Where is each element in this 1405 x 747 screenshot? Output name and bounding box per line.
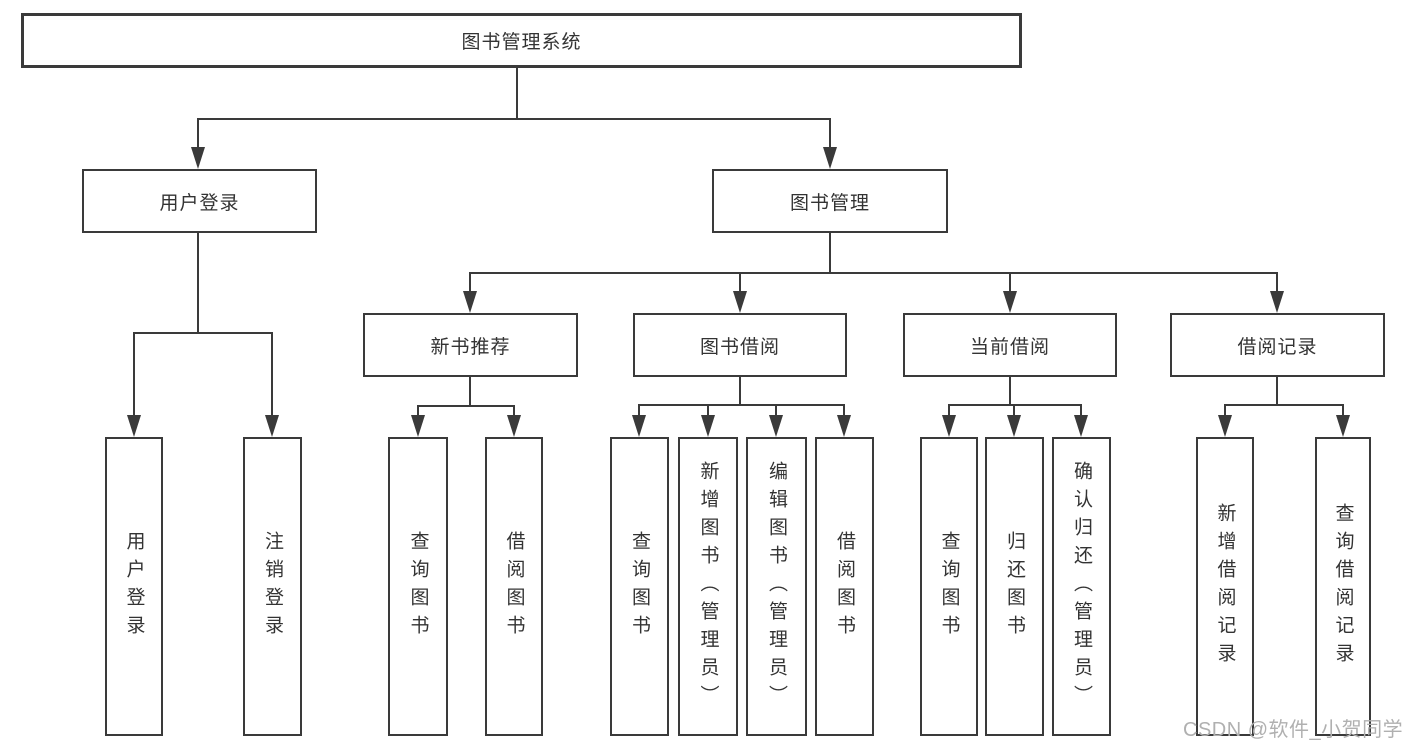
leaf-logout-label: 注销登录 bbox=[262, 530, 283, 643]
leaf-query-books-recommend: 查询图书 bbox=[388, 437, 448, 736]
leaf-add-books-admin-label: 新增图书（管理员） bbox=[697, 460, 719, 713]
leaf-logout: 注销登录 bbox=[243, 437, 302, 736]
connector-line bbox=[638, 404, 845, 406]
leaf-query-books-recommend-label: 查询图书 bbox=[407, 530, 429, 643]
connector-line bbox=[1276, 377, 1278, 406]
arrow-down-icon bbox=[463, 291, 477, 313]
leaf-borrow-books-recommend-label: 借阅图书 bbox=[503, 530, 525, 643]
connector-line bbox=[775, 404, 777, 417]
connector-line bbox=[513, 405, 515, 417]
connector-line bbox=[948, 404, 1082, 406]
arrow-down-icon bbox=[191, 147, 205, 169]
leaf-query-borrow-record: 查询借阅记录 bbox=[1315, 437, 1371, 736]
leaf-add-books-admin: 新增图书（管理员） bbox=[678, 437, 738, 736]
node-user-login: 用户登录 bbox=[82, 169, 317, 233]
arrow-down-icon bbox=[1074, 415, 1088, 437]
connector-line bbox=[417, 405, 419, 417]
connector-line bbox=[1080, 404, 1082, 417]
arrow-down-icon bbox=[942, 415, 956, 437]
leaf-borrow-books-recommend: 借阅图书 bbox=[485, 437, 543, 736]
arrow-down-icon bbox=[837, 415, 851, 437]
connector-line bbox=[638, 404, 640, 417]
leaf-confirm-return-admin: 确认归还（管理员） bbox=[1052, 437, 1111, 736]
leaf-add-borrow-record: 新增借阅记录 bbox=[1196, 437, 1254, 736]
arrow-down-icon bbox=[1336, 415, 1350, 437]
arrow-down-icon bbox=[701, 415, 715, 437]
node-new-book-recommendation-label: 新书推荐 bbox=[430, 336, 511, 358]
connector-line bbox=[829, 118, 831, 150]
leaf-query-books-borrowing-label: 查询图书 bbox=[629, 530, 650, 643]
leaf-return-books-label: 归还图书 bbox=[1004, 530, 1025, 643]
arrow-down-icon bbox=[1270, 291, 1284, 313]
connector-line bbox=[516, 68, 518, 119]
arrow-down-icon bbox=[1007, 415, 1021, 437]
connector-line bbox=[1342, 404, 1344, 417]
connector-line bbox=[948, 404, 950, 417]
connector-line bbox=[197, 118, 199, 150]
arrow-down-icon bbox=[769, 415, 783, 437]
leaf-return-books: 归还图书 bbox=[985, 437, 1044, 736]
arrow-down-icon bbox=[265, 415, 279, 437]
connector-line bbox=[1013, 404, 1015, 417]
connector-line bbox=[1224, 404, 1344, 406]
connector-line bbox=[469, 272, 1278, 274]
arrow-down-icon bbox=[1218, 415, 1232, 437]
connector-line bbox=[739, 272, 741, 293]
node-user-login-label: 用户登录 bbox=[159, 192, 240, 214]
leaf-add-borrow-record-label: 新增借阅记录 bbox=[1214, 502, 1236, 671]
connector-line bbox=[829, 233, 831, 274]
arrow-down-icon bbox=[127, 415, 141, 437]
connector-line bbox=[197, 233, 199, 334]
node-new-book-recommendation: 新书推荐 bbox=[363, 313, 578, 377]
leaf-user-login-label: 用户登录 bbox=[123, 530, 145, 643]
arrow-down-icon bbox=[1003, 291, 1017, 313]
arrow-down-icon bbox=[411, 415, 425, 437]
connector-line bbox=[739, 377, 741, 406]
leaf-edit-books-admin: 编辑图书（管理员） bbox=[746, 437, 807, 736]
arrow-down-icon bbox=[823, 147, 837, 169]
node-current-borrowing: 当前借阅 bbox=[903, 313, 1117, 377]
arrow-down-icon bbox=[733, 291, 747, 313]
node-borrowing-records-label: 借阅记录 bbox=[1237, 336, 1318, 358]
connector-line bbox=[843, 404, 845, 417]
leaf-query-books-current: 查询图书 bbox=[920, 437, 978, 736]
connector-line bbox=[417, 405, 515, 407]
node-book-management: 图书管理 bbox=[712, 169, 948, 233]
node-book-borrowing: 图书借阅 bbox=[633, 313, 847, 377]
node-root: 图书管理系统 bbox=[21, 13, 1022, 68]
connector-line bbox=[1009, 377, 1011, 406]
leaf-query-books-borrowing: 查询图书 bbox=[610, 437, 669, 736]
leaf-borrow-books: 借阅图书 bbox=[815, 437, 874, 736]
connector-line bbox=[1276, 272, 1278, 293]
arrow-down-icon bbox=[632, 415, 646, 437]
connector-line bbox=[1224, 404, 1226, 417]
connector-line bbox=[707, 404, 709, 417]
connector-line bbox=[469, 377, 471, 407]
node-current-borrowing-label: 当前借阅 bbox=[969, 336, 1050, 358]
watermark: CSDN @软件_小贺同学 bbox=[1183, 719, 1404, 741]
connector-line bbox=[133, 332, 135, 417]
leaf-user-login: 用户登录 bbox=[105, 437, 163, 736]
node-root-label: 图书管理系统 bbox=[461, 32, 582, 53]
connector-line bbox=[271, 332, 273, 417]
connector-line bbox=[1009, 272, 1011, 293]
arrow-down-icon bbox=[507, 415, 521, 437]
connector-line bbox=[469, 272, 471, 293]
node-borrowing-records: 借阅记录 bbox=[1170, 313, 1385, 377]
node-book-management-label: 图书管理 bbox=[789, 192, 870, 214]
connector-line bbox=[133, 332, 273, 334]
connector-line bbox=[197, 118, 831, 120]
node-book-borrowing-label: 图书借阅 bbox=[699, 336, 780, 358]
leaf-query-borrow-record-label: 查询借阅记录 bbox=[1332, 502, 1354, 671]
leaf-query-books-current-label: 查询图书 bbox=[938, 530, 960, 643]
leaf-confirm-return-admin-label: 确认归还（管理员） bbox=[1071, 460, 1092, 713]
leaf-borrow-books-label: 借阅图书 bbox=[834, 530, 855, 643]
leaf-edit-books-admin-label: 编辑图书（管理员） bbox=[766, 460, 787, 713]
